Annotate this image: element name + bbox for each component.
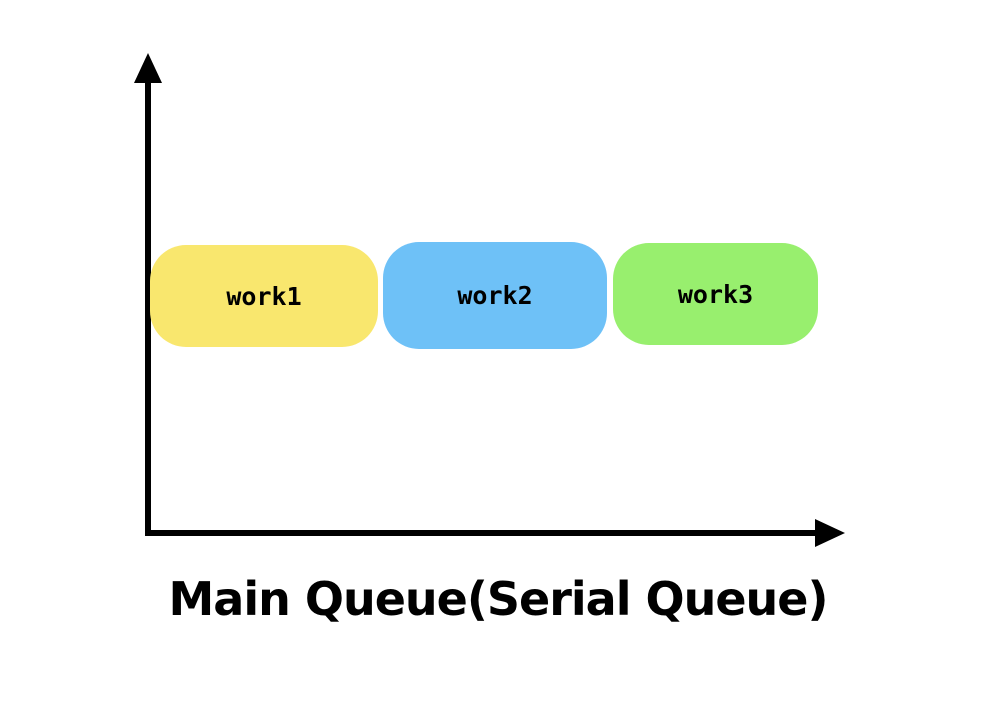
diagram-title: Main Queue(Serial Queue) bbox=[168, 572, 829, 626]
arrow-up-icon bbox=[134, 53, 162, 83]
arrow-right-icon bbox=[815, 519, 845, 547]
work2-label: work2 bbox=[457, 281, 533, 310]
work3-label: work3 bbox=[677, 279, 754, 309]
work1-label: work1 bbox=[226, 281, 302, 311]
work3-box: work3 bbox=[613, 243, 818, 345]
x-axis-line bbox=[145, 530, 818, 536]
y-axis-line bbox=[145, 74, 151, 536]
work2-box: work2 bbox=[383, 242, 607, 349]
work1-box: work1 bbox=[150, 245, 378, 347]
